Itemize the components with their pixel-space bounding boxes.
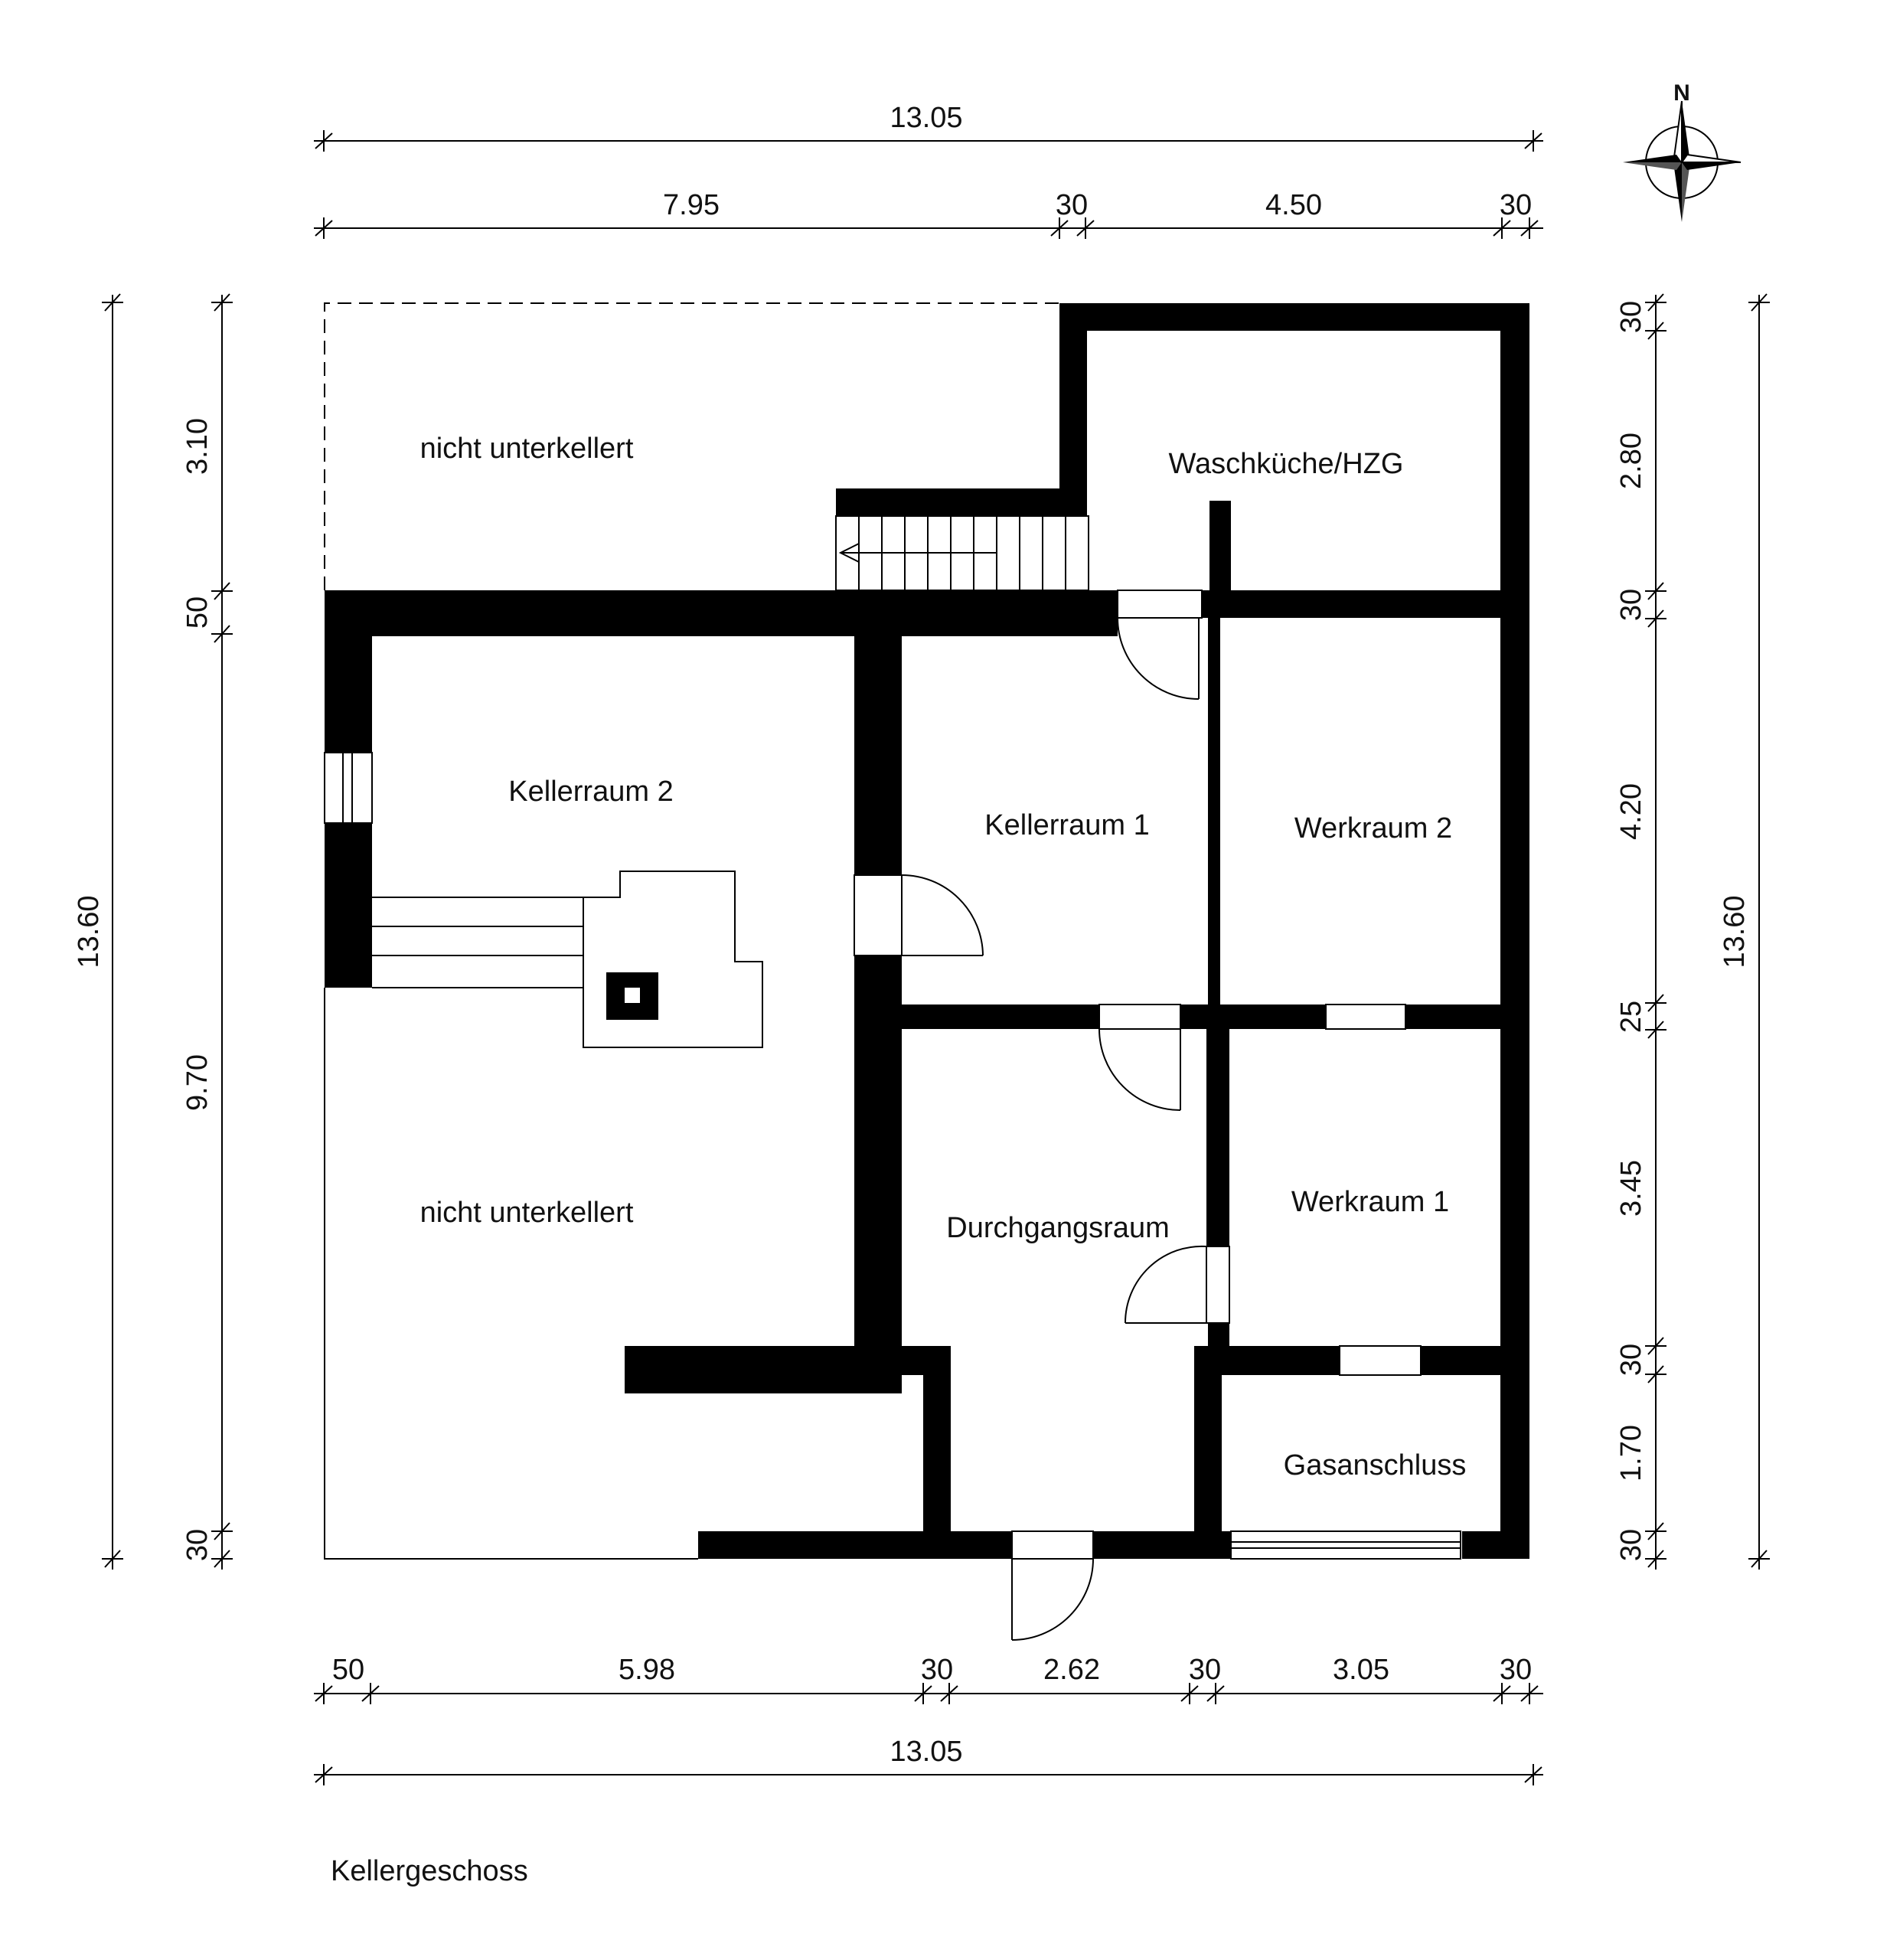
room-label-nicht-unterkellert-bottom: nicht unterkellert — [420, 1197, 634, 1229]
dim-bottom-segment: 30 — [1189, 1654, 1221, 1686]
room-label-kellerraum-1: Kellerraum 1 — [984, 809, 1149, 841]
room-label-waschkueche: Waschküche/HZG — [1169, 448, 1404, 480]
room-label-kellerraum-2: Kellerraum 2 — [508, 776, 673, 808]
dim-bottom-total: 13.05 — [890, 1736, 962, 1768]
stair-block — [372, 871, 763, 1048]
dim-top-segment: 30 — [1500, 189, 1532, 221]
room-label-werkraum-1: Werkraum 1 — [1291, 1186, 1449, 1218]
dim-top-segment: 30 — [1056, 189, 1088, 221]
door-kellerraum-1[interactable] — [901, 874, 984, 956]
staircase — [835, 515, 1089, 591]
dim-bottom-segment: 3.05 — [1333, 1654, 1389, 1686]
dimension-labels: 13.05 7.95 30 4.50 30 50 5.98 30 2.62 30… — [73, 102, 1751, 1768]
dim-right-segment: 3.45 — [1615, 1160, 1647, 1217]
dim-top-total: 13.05 — [890, 102, 962, 134]
dim-right-segment: 30 — [1615, 1344, 1647, 1376]
dim-left-segment: 3.10 — [181, 418, 214, 475]
dim-left-total: 13.60 — [73, 895, 105, 968]
floor-caption: Kellergeschoss — [331, 1855, 528, 1887]
window-left — [324, 752, 373, 824]
dim-bottom-segment: 30 — [1500, 1654, 1532, 1686]
door-durchgangsraum[interactable] — [1098, 1028, 1181, 1111]
dim-right-segment: 25 — [1615, 1001, 1647, 1033]
room-label-durchgangsraum: Durchgangsraum — [946, 1212, 1169, 1244]
dim-right-total: 13.60 — [1719, 895, 1751, 968]
walls — [325, 303, 1529, 1559]
room-label-werkraum-2: Werkraum 2 — [1294, 812, 1452, 844]
dim-top-segment: 4.50 — [1265, 189, 1322, 221]
chimney — [606, 972, 658, 1020]
room-labels: nicht unterkellert Waschküche/HZG Keller… — [420, 433, 1467, 1481]
dim-left-segment: 50 — [181, 596, 214, 629]
dim-bottom-segment: 30 — [921, 1654, 953, 1686]
door-frames — [854, 590, 1422, 1560]
door-waschkueche[interactable] — [1117, 617, 1200, 700]
dim-right-segment: 30 — [1615, 301, 1647, 333]
dim-right-segment: 1.70 — [1615, 1425, 1647, 1481]
dim-right-segment: 30 — [1615, 589, 1647, 621]
dim-top-segment: 7.95 — [663, 189, 720, 221]
dim-right-segment: 30 — [1615, 1529, 1647, 1561]
door-entrance[interactable] — [1011, 1558, 1094, 1641]
dim-bottom-segment: 2.62 — [1043, 1654, 1100, 1686]
dim-left-segment: 9.70 — [181, 1054, 214, 1111]
dimension-lines — [102, 130, 1770, 1785]
dim-right-segment: 2.80 — [1615, 433, 1647, 489]
dim-bottom-segment: 50 — [332, 1654, 364, 1686]
room-label-gasanschluss: Gasanschluss — [1284, 1449, 1467, 1481]
dim-bottom-segment: 5.98 — [619, 1654, 675, 1686]
door-swings[interactable] — [901, 617, 1207, 1641]
room-label-nicht-unterkellert-top: nicht unterkellert — [420, 433, 634, 465]
compass-icon: N — [1623, 80, 1742, 222]
north-label: N — [1673, 80, 1690, 106]
dim-right-segment: 4.20 — [1615, 783, 1647, 840]
non-basement-outline — [324, 302, 1059, 1560]
dim-left-segment: 30 — [181, 1529, 214, 1561]
door-werkraum-1[interactable] — [1124, 1245, 1207, 1324]
window-bottom — [1230, 1530, 1461, 1560]
